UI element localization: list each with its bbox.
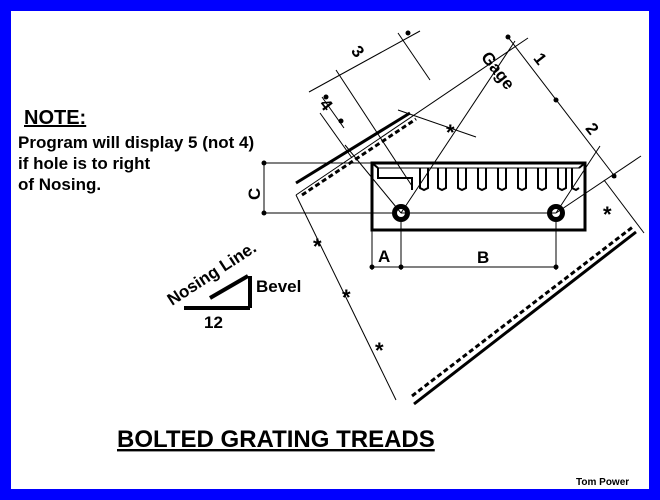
star-mark-2: * <box>313 234 322 259</box>
dim-1-label: 1 <box>530 49 551 68</box>
bearing-bar-slots <box>419 168 580 192</box>
dim-2-label: 2 <box>582 119 603 138</box>
star-mark-4: * <box>375 338 384 363</box>
nosing-line-lower <box>411 224 637 406</box>
note-line-3: of Nosing. <box>18 175 101 194</box>
note-line-2: if hole is to right <box>18 154 151 173</box>
dim-a-label: A <box>378 247 390 266</box>
star-mark-5: * <box>603 202 612 227</box>
nosing-line-upper <box>295 111 417 197</box>
note-heading: NOTE: <box>24 107 86 129</box>
tread-body <box>370 161 587 232</box>
bevel-symbol <box>184 274 252 310</box>
dimension-end-dots <box>261 30 617 270</box>
author-credit: Tom Power <box>576 477 629 488</box>
star-mark-1: * <box>446 120 455 145</box>
dim-c-label: C <box>245 188 264 200</box>
gage-label: Gage <box>477 48 518 93</box>
note-line-1: Program will display 5 (not 4) <box>18 133 254 152</box>
page-title: BOLTED GRATING TREADS <box>117 426 435 453</box>
bevel-label: Bevel <box>256 277 301 296</box>
bevel-run-label: 12 <box>204 313 223 332</box>
dim-4-label: 4 <box>316 95 337 115</box>
dim-3-label: 3 <box>347 42 368 61</box>
dim-b-label: B <box>477 248 489 267</box>
star-mark-3: * <box>342 285 351 310</box>
